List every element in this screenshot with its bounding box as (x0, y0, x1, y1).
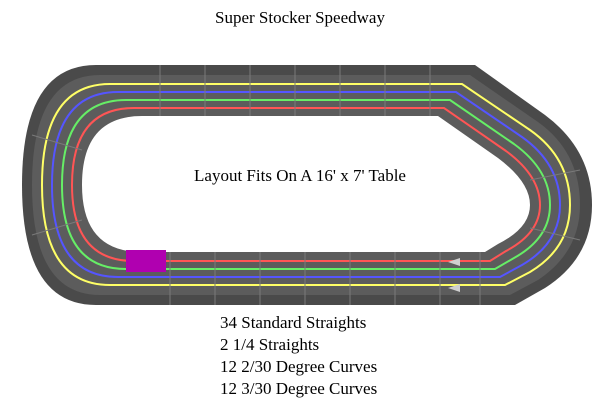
track-section-joints (31, 65, 581, 305)
parts-item: 2 1/4 Straights (220, 335, 320, 354)
lane-blue (50, 91, 562, 278)
lap-counter-arrow-icon (448, 284, 460, 292)
parts-list: 34 Standard Straights 2 1/4 Straights 12… (220, 312, 377, 400)
parts-item: 12 3/30 Degree Curves (220, 379, 378, 398)
parts-item: 34 Standard Straights (220, 313, 367, 332)
lane-yellow (40, 83, 572, 286)
lane-green (60, 99, 552, 270)
parts-item: 12 2/30 Degree Curves (220, 357, 378, 376)
start-finish-box (126, 250, 166, 272)
table-size-note: Layout Fits On A 16' x 7' Table (194, 166, 406, 185)
diagram-title: Super Stocker Speedway (215, 8, 385, 27)
infield (82, 116, 530, 252)
lap-counter-arrow-icon (448, 258, 460, 266)
